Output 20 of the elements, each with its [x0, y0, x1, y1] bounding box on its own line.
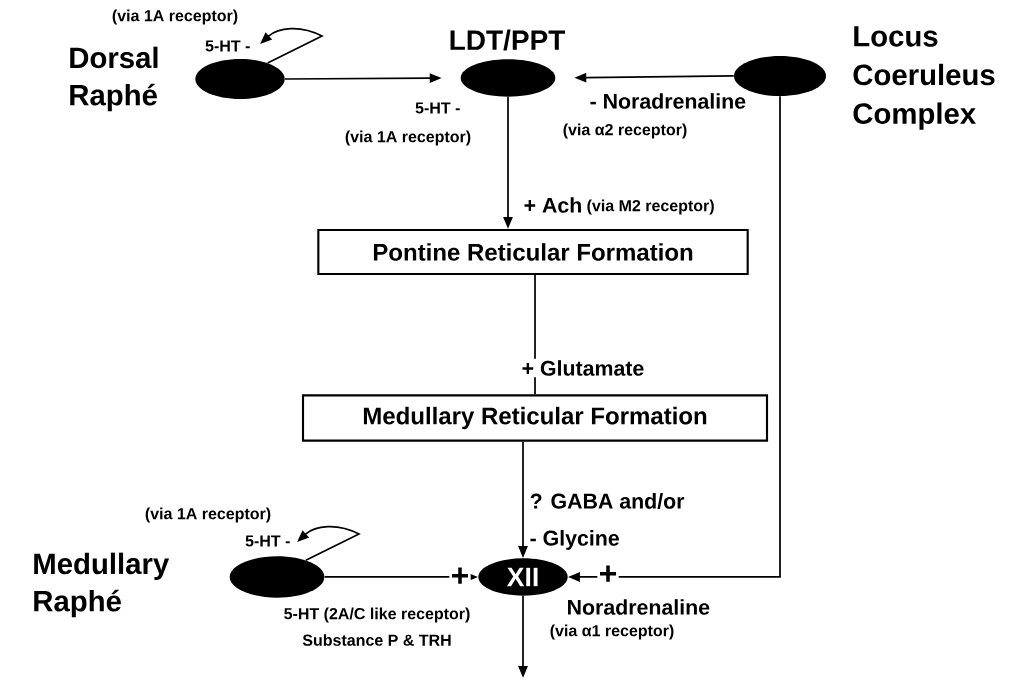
arrow	[297, 525, 360, 562]
annotation-label: (via M2 receptor)	[585, 198, 716, 216]
node-label: Locus Coeruleus Complex	[853, 26, 995, 130]
node-label: Dorsal Raphé	[70, 46, 158, 112]
annotation-label: - Glycine	[528, 528, 622, 552]
annotation-label: 5-HT (2A/C like receptor)	[282, 606, 472, 624]
annotation-label: +	[449, 566, 471, 588]
annotation-label: +	[597, 564, 619, 586]
annotation-label: 5-HT -	[413, 101, 462, 115]
node-label: LDT/PPT	[450, 29, 566, 51]
node-label: Medullary Raphé	[34, 552, 170, 618]
annotation-label: 5-HT -	[243, 534, 292, 548]
annotation-label: (via α1 receptor)	[548, 623, 676, 641]
arrow	[260, 27, 323, 64]
annotation-label: (via 1A receptor)	[343, 129, 473, 147]
annotation-label: (via α2 receptor)	[561, 122, 689, 140]
annotation-label: (via 1A receptor)	[110, 8, 240, 26]
annotation-label: (via 1A receptor)	[143, 506, 273, 524]
region-box: Medullary Reticular Formation	[301, 394, 769, 442]
region-box: Pontine Reticular Formation	[317, 228, 749, 276]
